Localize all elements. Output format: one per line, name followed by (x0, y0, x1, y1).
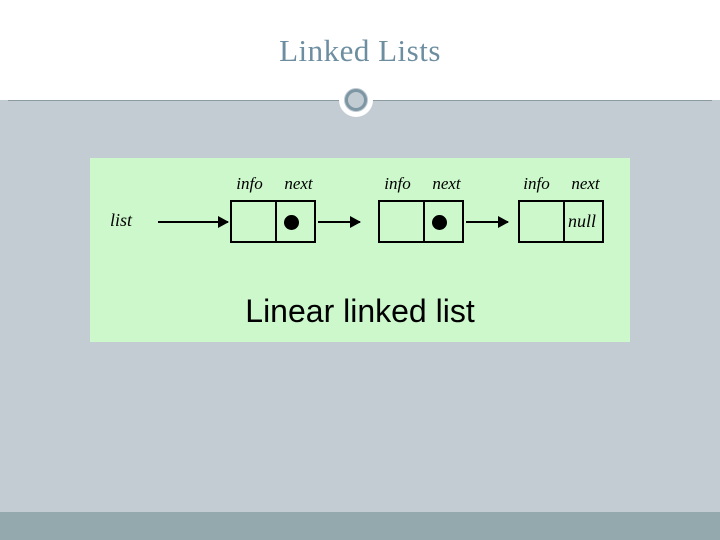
node-1-pointer-dot-icon (284, 215, 299, 230)
node-2-info-label: info (384, 174, 411, 193)
node-3-info-label: info (523, 174, 550, 193)
node-3-divider (563, 202, 565, 241)
node-1-divider (275, 202, 277, 241)
node-2-labels: info next (373, 174, 471, 194)
node-1-labels: info next (225, 174, 323, 194)
node-3-box (518, 200, 604, 243)
diagram-head-label: list (110, 210, 133, 230)
node-3-next-label: next (571, 174, 600, 193)
null-terminator-label: null (568, 211, 597, 231)
node-2-to-node-3-arrow-icon (466, 216, 509, 228)
slide-footer-band (0, 512, 720, 540)
node-1-to-node-2-arrow-icon (318, 216, 361, 228)
node-1-info-label: info (236, 174, 263, 193)
linked-list-diagram: list info next info next info next null … (90, 158, 630, 342)
node-1-next-label: next (284, 174, 313, 193)
decorative-circle-inner-icon (345, 89, 367, 111)
node-2-box (378, 200, 464, 243)
diagram-caption: Linear linked list (245, 293, 475, 329)
node-2-divider (423, 202, 425, 241)
page-title: Linked Lists (279, 33, 441, 68)
node-3-labels: info next (512, 174, 610, 194)
head-pointer-arrow-icon (158, 216, 229, 228)
node-2-next-label: next (432, 174, 461, 193)
node-1-box (230, 200, 316, 243)
node-2-pointer-dot-icon (432, 215, 447, 230)
